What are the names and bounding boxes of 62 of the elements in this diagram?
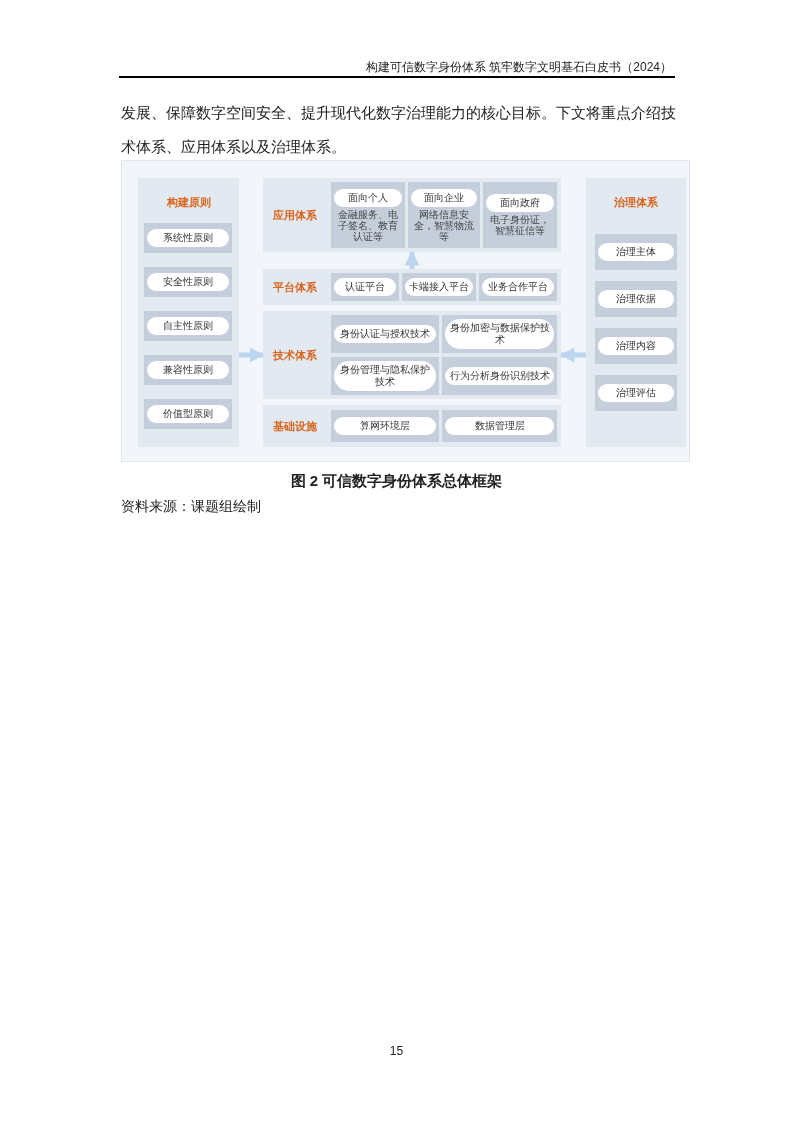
item-card bbox=[595, 375, 677, 411]
item-label: 治理评估 bbox=[598, 384, 674, 402]
item-label: 安全性原则 bbox=[147, 273, 229, 291]
item-label: 兼容性原则 bbox=[147, 361, 229, 379]
item-card bbox=[595, 234, 677, 270]
item-card bbox=[331, 410, 439, 442]
item-label: 治理主体 bbox=[598, 243, 674, 261]
item-label: 行为分析身份识别技术 bbox=[445, 367, 554, 385]
item-label: 面向政府 bbox=[486, 194, 554, 212]
layer-title: 技术体系 bbox=[273, 347, 317, 363]
layer-title: 平台体系 bbox=[273, 279, 317, 295]
item-label: 卡端接入平台 bbox=[405, 278, 473, 296]
item-description: 电子身份证，智慧征信等 bbox=[489, 214, 551, 236]
item-label: 数据管理层 bbox=[445, 417, 554, 435]
item-label: 治理内容 bbox=[598, 337, 674, 355]
side-panel bbox=[138, 178, 239, 447]
item-label: 面向企业 bbox=[411, 188, 477, 207]
source-note: 资料来源：课题组绘制 bbox=[121, 497, 261, 516]
item-card bbox=[331, 273, 399, 301]
item-card bbox=[144, 223, 232, 253]
item-card bbox=[442, 410, 557, 442]
item-card bbox=[144, 399, 232, 429]
item-card bbox=[144, 311, 232, 341]
layer-band bbox=[263, 311, 561, 399]
item-card bbox=[331, 182, 405, 248]
layer-band bbox=[263, 178, 561, 252]
item-card bbox=[144, 355, 232, 385]
item-label: 价值型原则 bbox=[147, 405, 229, 423]
layer-title: 治理体系 bbox=[613, 195, 659, 210]
item-card bbox=[442, 357, 557, 395]
layer-title: 基础设施 bbox=[273, 418, 317, 434]
item-card bbox=[479, 273, 557, 301]
item-description: 网络信息安全，智慧物流等 bbox=[413, 208, 475, 242]
layer-title: 应用体系 bbox=[273, 207, 317, 223]
item-card bbox=[595, 328, 677, 364]
item-description: 金融服务、电子签名、教育认证等 bbox=[337, 208, 399, 242]
item-card bbox=[408, 182, 480, 248]
item-label: 自主性原则 bbox=[147, 317, 229, 335]
item-label: 业务合作平台 bbox=[482, 278, 554, 296]
side-panel bbox=[586, 178, 686, 447]
item-label: 身份认证与授权技术 bbox=[334, 325, 436, 343]
item-card bbox=[331, 315, 439, 353]
layer-band bbox=[263, 405, 561, 447]
header-title: 构建可信数字身份体系 筑牢数字文明基石白皮书（2024） bbox=[365, 59, 672, 76]
item-card bbox=[402, 273, 476, 301]
body-paragraph: 发展、保障数字空间安全、提升现代化数字治理能力的核心目标。下文将重点介绍技术体系、应用体系以及治理体系。 bbox=[121, 103, 677, 157]
layer-title: 构建原则 bbox=[165, 195, 212, 210]
item-label: 系统性原则 bbox=[147, 229, 229, 247]
item-label: 面向个人 bbox=[334, 188, 402, 207]
chevron-arrow bbox=[239, 347, 265, 363]
item-label: 治理依据 bbox=[598, 290, 674, 308]
item-card bbox=[483, 182, 557, 248]
chevron-arrow bbox=[404, 250, 420, 269]
page-number: 15 bbox=[388, 1043, 405, 1060]
item-card bbox=[595, 281, 677, 317]
item-card bbox=[144, 267, 232, 297]
item-label: 认证平台 bbox=[334, 278, 396, 296]
figure-caption: 图 2 可信数字身份体系总体框架 bbox=[289, 471, 504, 491]
item-label: 身份加密与数据保护技术 bbox=[445, 319, 554, 349]
item-label: 算网环境层 bbox=[334, 417, 436, 435]
layer-band bbox=[263, 269, 561, 305]
item-label: 身份管理与隐私保护技术 bbox=[334, 361, 436, 391]
